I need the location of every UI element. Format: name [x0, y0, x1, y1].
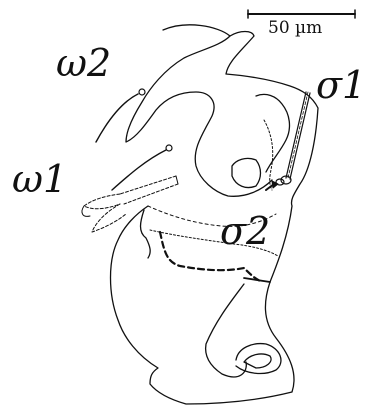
- omega1-label: ω1: [12, 157, 68, 201]
- omega2-seta: [95, 88, 146, 143]
- inner-notch: [231, 157, 262, 189]
- forked-seta: [81, 175, 179, 233]
- lower-left-edge: [139, 209, 151, 259]
- right-flap: [255, 93, 291, 173]
- articulation-dashed-line: [158, 230, 264, 284]
- scale-bar: [247, 9, 356, 19]
- sigma1-solenidion: [280, 91, 311, 185]
- scale-bar-label: 50 µm: [268, 18, 323, 38]
- mid-dotted-boundary: [147, 205, 277, 227]
- upper-lobe-outline: [109, 24, 319, 405]
- mid-dotted-boundary-2: [149, 229, 279, 257]
- omega2-label: ω2: [56, 41, 112, 85]
- sigma2-solenidion: [265, 178, 285, 191]
- lower-inner-fold: [204, 283, 247, 378]
- lower-ring-inner: [243, 353, 272, 369]
- articulation-solid-line: [243, 277, 271, 283]
- dotted-inner-line: [263, 119, 274, 191]
- crescent-lobe: [125, 35, 273, 197]
- lower-ring: [235, 342, 282, 375]
- omega1-seta: [111, 144, 173, 191]
- sigma2-label: σ2: [220, 209, 271, 253]
- sigma1-label: σ1: [316, 63, 366, 107]
